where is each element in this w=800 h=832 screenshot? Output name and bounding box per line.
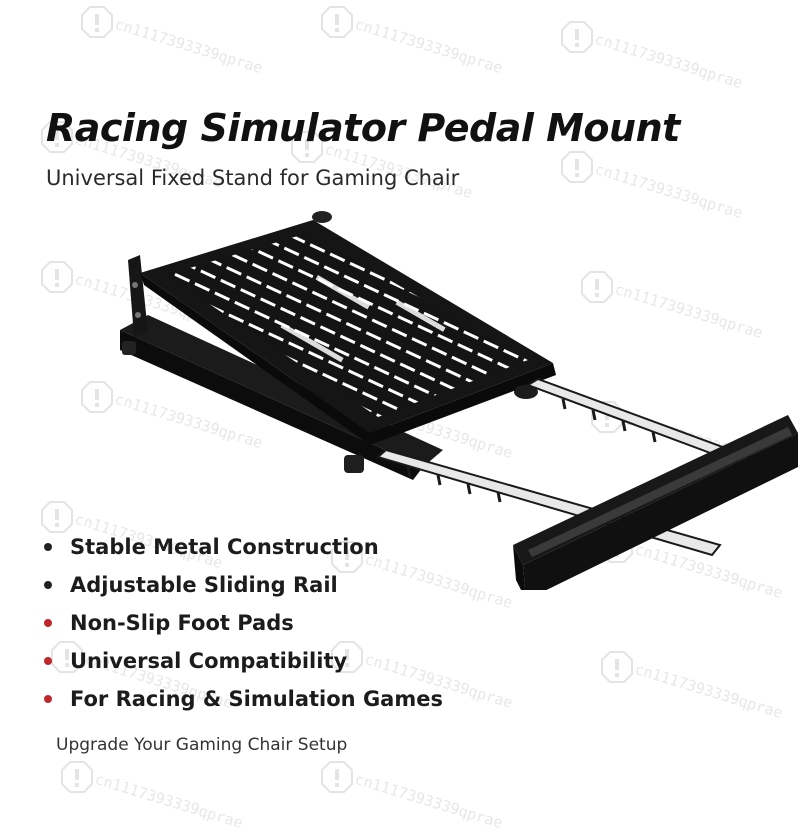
pedal-mount-image [120,211,798,590]
watermark-badge-icon [561,21,593,53]
bullet-icon [44,657,52,665]
watermark-badge-icon [41,261,73,293]
feature-item: Adjustable Sliding Rail [44,566,443,604]
feature-item: Non-Slip Foot Pads [44,604,443,642]
watermark-text: cn1117393339qprae [352,15,505,78]
watermark-text: cn1117393339qprae [92,770,245,832]
feature-label: Adjustable Sliding Rail [70,573,338,597]
feature-item: Universal Compatibility [44,642,443,680]
watermark-badge-icon [321,761,353,793]
watermark-badge-icon [561,151,593,183]
tagline: Upgrade Your Gaming Chair Setup [56,735,348,755]
watermark-badge-icon [321,6,353,38]
watermark-text: cn1117393339qprae [352,770,505,832]
watermark-badge-icon [61,761,93,793]
feature-label: For Racing & Simulation Games [70,687,443,711]
bullet-icon [44,619,52,627]
feature-label: Universal Compatibility [70,649,348,673]
page-subtitle: Universal Fixed Stand for Gaming Chair [46,166,460,190]
feature-list: Stable Metal Construction Adjustable Sli… [44,528,443,718]
feature-item: Stable Metal Construction [44,528,443,566]
watermark-text: cn1117393339qprae [632,660,785,723]
bullet-icon [44,543,52,551]
bullet-icon [44,581,52,589]
feature-label: Non-Slip Foot Pads [70,611,294,635]
watermark-badge-icon [601,651,633,683]
feature-label: Stable Metal Construction [70,535,379,559]
watermark-text: cn1117393339qprae [112,15,265,78]
page-title: Racing Simulator Pedal Mount [46,106,680,150]
feature-item: For Racing & Simulation Games [44,680,443,718]
bullet-icon [44,695,52,703]
watermark-badge-icon [81,6,113,38]
watermark-text: cn1117393339qprae [592,30,745,93]
